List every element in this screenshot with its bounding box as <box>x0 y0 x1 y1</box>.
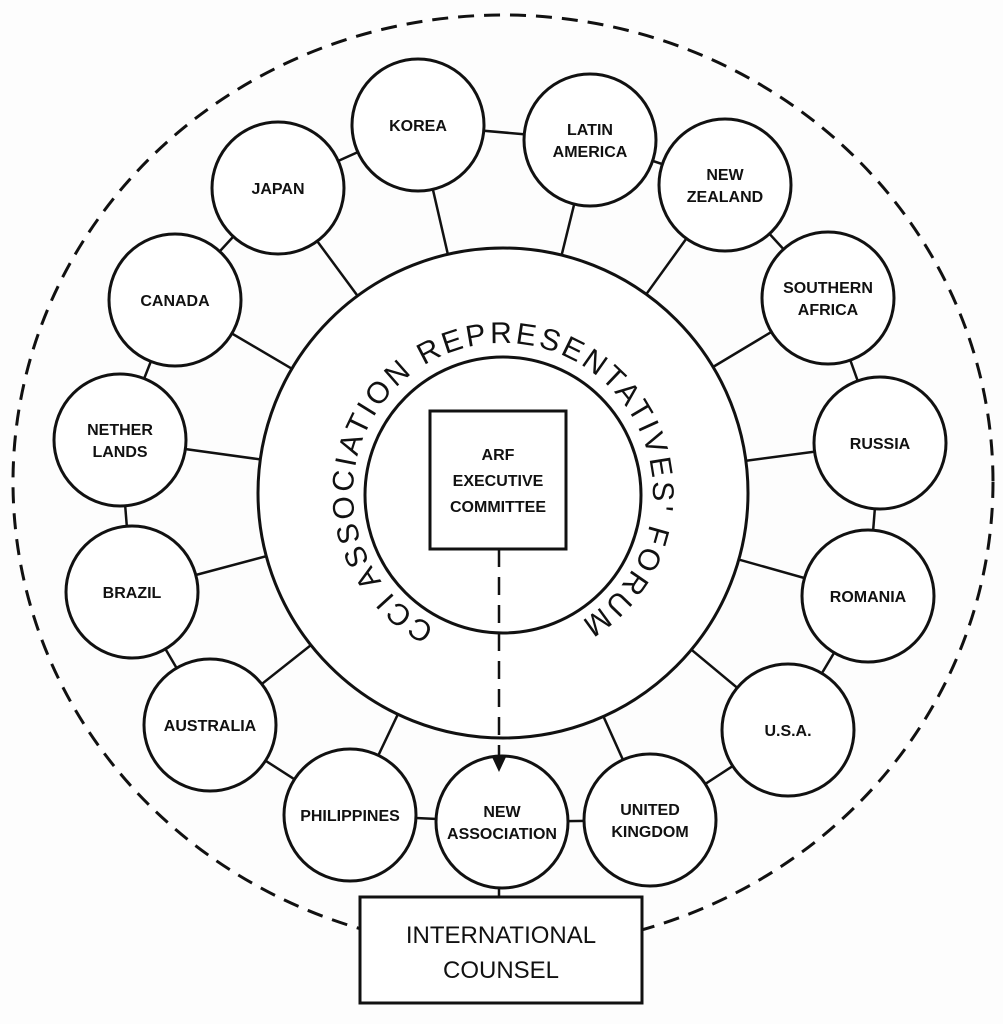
member-circle <box>800 528 936 664</box>
member-circle <box>52 372 188 508</box>
member-label: BRAZIL <box>103 585 162 602</box>
member-node-southern-africa[interactable]: SOUTHERN AFRICA <box>760 230 896 366</box>
arrow-icon <box>492 757 506 772</box>
counsel-line-1: INTERNATIONAL <box>406 922 596 949</box>
member-circle <box>760 230 896 366</box>
member-circle <box>64 524 200 660</box>
member-label: RUSSIA <box>850 436 911 453</box>
member-circle <box>522 72 658 208</box>
member-label: KOREA <box>389 118 447 135</box>
member-label: ZEALAND <box>687 189 763 206</box>
member-node-korea[interactable]: KOREA <box>350 57 486 193</box>
member-label: ROMANIA <box>830 589 907 606</box>
member-circle <box>812 375 948 511</box>
member-label: NEW <box>483 804 521 821</box>
member-circle <box>282 747 418 883</box>
member-label: AFRICA <box>798 302 859 319</box>
counsel-line-2: COUNSEL <box>443 957 559 984</box>
member-label: NEW <box>706 167 744 184</box>
member-node-philippines[interactable]: PHILIPPINES <box>282 747 418 883</box>
member-label: AMERICA <box>553 144 628 161</box>
international-counsel-box[interactable] <box>358 895 644 1005</box>
member-node-new-zealand[interactable]: NEW ZEALAND <box>657 117 793 253</box>
member-circle <box>720 662 856 798</box>
member-label: NETHER <box>87 422 153 439</box>
executive-line-2: EXECUTIVE <box>453 473 544 490</box>
member-circle <box>210 120 346 256</box>
member-node-usa[interactable]: U.S.A. <box>720 662 856 798</box>
member-label: UNITED <box>620 802 680 819</box>
member-circle <box>107 232 243 368</box>
member-label: SOUTHERN <box>783 280 873 297</box>
member-circle <box>582 752 718 888</box>
member-label: PHILIPPINES <box>300 808 400 825</box>
member-label: AUSTRALIA <box>164 718 257 735</box>
executive-line-3: COMMITTEE <box>450 499 546 516</box>
member-node-canada[interactable]: CANADA <box>107 232 243 368</box>
member-node-brazil[interactable]: BRAZIL <box>64 524 200 660</box>
member-node-nether-lands[interactable]: NETHER LANDS <box>52 372 188 508</box>
member-label: U.S.A. <box>764 723 811 740</box>
member-label: CANADA <box>140 293 210 310</box>
member-label: JAPAN <box>251 181 304 198</box>
member-label: LANDS <box>92 444 147 461</box>
member-node-united-kingdom[interactable]: UNITED KINGDOM <box>582 752 718 888</box>
member-node-russia[interactable]: RUSSIA <box>812 375 948 511</box>
member-circle <box>142 657 278 793</box>
member-label: ASSOCIATION <box>447 826 557 843</box>
member-circle <box>434 754 570 890</box>
member-circle <box>350 57 486 193</box>
outer-dashed-boundary <box>11 13 995 951</box>
executive-committee-box[interactable] <box>428 409 568 551</box>
member-circle <box>657 117 793 253</box>
member-label: KINGDOM <box>611 824 688 841</box>
member-node-latin-america[interactable]: LATIN AMERICA <box>522 72 658 208</box>
member-node-romania[interactable]: ROMANIA <box>800 528 936 664</box>
member-node-japan[interactable]: JAPAN <box>210 120 346 256</box>
member-label: LATIN <box>567 122 613 139</box>
member-node-new-association[interactable]: NEW ASSOCIATION <box>434 754 570 890</box>
executive-line-1: ARF <box>482 447 515 464</box>
member-node-australia[interactable]: AUSTRALIA <box>142 657 278 793</box>
